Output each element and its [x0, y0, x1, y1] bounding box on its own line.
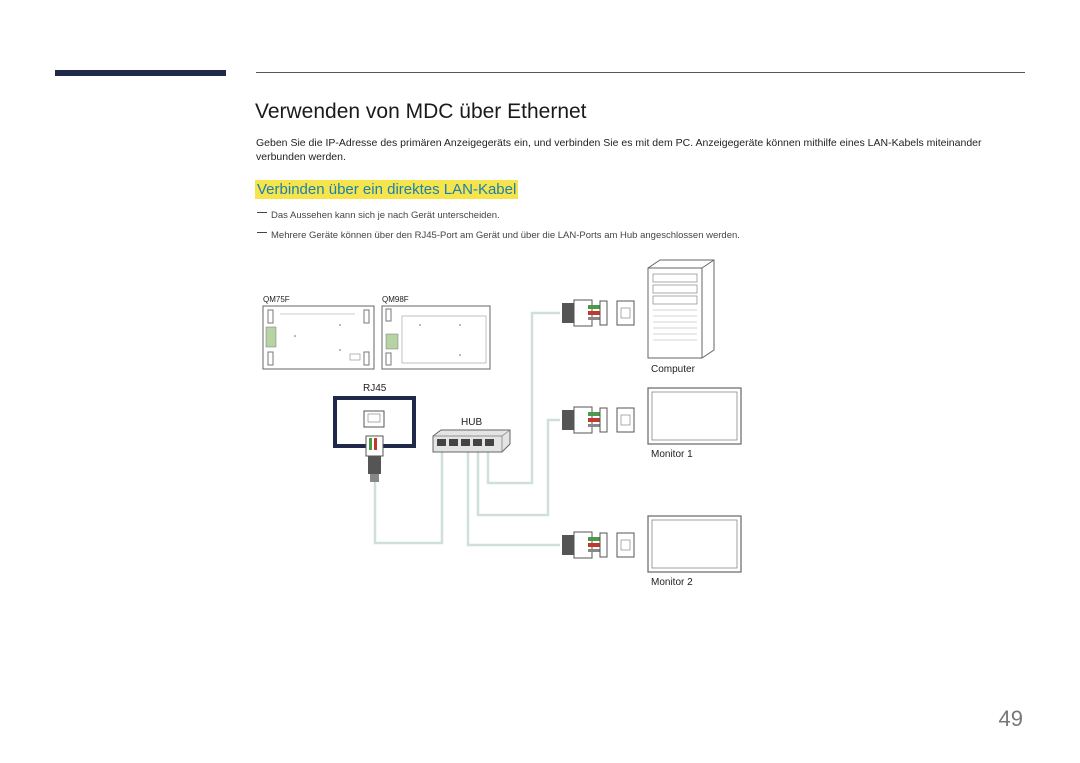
- page-number: 49: [998, 706, 1023, 731]
- note-appearance: Das Aussehen kann sich je nach Gerät unt…: [257, 210, 500, 221]
- cable-display-to-hub: [373, 452, 444, 545]
- cable-hub-to-monitor2: [466, 452, 560, 547]
- rj45-plug-monitor2: [562, 531, 635, 559]
- note-dash-icon: [257, 231, 267, 233]
- rj45-plug-display: [365, 435, 384, 482]
- note-rj45: Mehrere Geräte können über den RJ45-Port…: [257, 230, 740, 241]
- model-label-qm98f: QM98F: [382, 295, 409, 304]
- cable-hub-to-monitor1: [476, 418, 560, 517]
- header-rule: [256, 72, 1025, 73]
- device-label-monitor1: Monitor 1: [651, 449, 693, 460]
- header-accent-bar: [55, 70, 226, 76]
- qm75f-back-panel: [262, 305, 375, 370]
- lan-cables: [373, 311, 560, 547]
- page-title: Verwenden von MDC über Ethernet: [255, 100, 587, 123]
- monitor2-icon: [647, 515, 742, 573]
- note-dash-icon: [257, 211, 267, 213]
- network-hub: [432, 429, 511, 453]
- hub-label: HUB: [461, 417, 483, 428]
- computer-tower-icon: [647, 259, 715, 359]
- intro-paragraph: Geben Sie die IP-Adresse des primären An…: [256, 137, 982, 163]
- note-text: Mehrere Geräte können über den RJ45-Port…: [271, 230, 740, 241]
- rj45-plug-monitor1: [562, 406, 635, 434]
- rj45-plug-computer: [562, 299, 635, 327]
- monitor1-icon: [647, 387, 742, 445]
- section-heading: Verbinden über ein direktes LAN-Kabel: [255, 180, 519, 199]
- model-label-qm75f: QM75F: [263, 295, 290, 304]
- device-label-monitor2: Monitor 2: [651, 577, 693, 588]
- cable-hub-to-computer: [486, 311, 560, 485]
- device-label-computer: Computer: [651, 364, 695, 375]
- note-text: Das Aussehen kann sich je nach Gerät unt…: [271, 210, 500, 221]
- port-label-rj45: RJ45: [363, 383, 387, 394]
- qm98f-back-panel: [381, 305, 491, 370]
